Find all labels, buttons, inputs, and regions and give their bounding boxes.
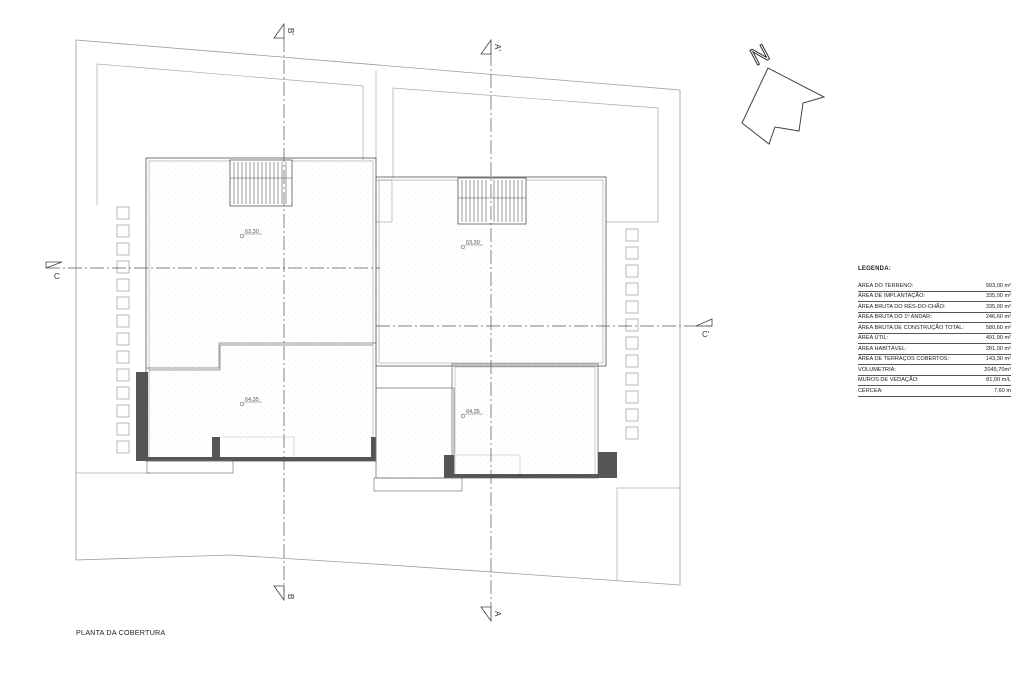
level-left-lower: 64,35 (245, 397, 259, 403)
legend-row-label: ÁREA BRUTA DO RÉS-DO-CHÃO: (858, 303, 946, 310)
legend-row: VOLUMETRIA: 2045,70m³ (858, 365, 1011, 376)
legend-row-value: 143,30 m² (985, 356, 1011, 363)
legend-row-value: 335,00 m² (985, 293, 1011, 300)
section-label-b-bottom: B (286, 594, 295, 599)
north-arrow-icon (741, 67, 826, 145)
legend-row-value: 580,60 m² (985, 324, 1011, 331)
legend-row-label: VOLUMETRIA: (858, 366, 896, 373)
garden-left (96, 63, 364, 205)
section-label-c-right: C' (702, 330, 710, 339)
legend-row: ÁREA DO TERRENO: 993,00 m² (858, 281, 1011, 292)
legend-row-value: 281,00 m² (985, 345, 1011, 352)
legend-rows: ÁREA DO TERRENO: 993,00 m² ÁREA DE IMPLANT… (858, 281, 1011, 397)
paving-stones-left (116, 206, 130, 454)
left-house-roof (136, 157, 377, 474)
section-label-c-left: C (54, 272, 60, 281)
section-label-b-top: B' (286, 28, 295, 35)
garden-right (392, 87, 659, 223)
north-label: N (746, 39, 774, 71)
legend-row: ÁREA BRUTA DE CONSTRUÇÃO TOTAL: 580,60 m² (858, 323, 1011, 334)
level-right-lower: 64,35 (466, 409, 480, 415)
section-label-a-top: A' (493, 44, 502, 51)
plan-caption: PLANTA DA COBERTURA (76, 628, 166, 637)
site-boundary (75, 39, 681, 586)
legend-row: CÉRCEA: 7,60 m (858, 386, 1011, 397)
legend-row: ÁREA BRUTA DO RÉS-DO-CHÃO: 335,00 m² (858, 302, 1011, 313)
section-markers (45, 22, 713, 623)
paving-stones-right (625, 228, 639, 440)
legend-row-value: 7,60 m (993, 387, 1011, 394)
right-skylight-louvres (457, 177, 527, 225)
legend-row-value: 993,00 m² (985, 282, 1011, 289)
legend-row-value: 2045,70m³ (984, 366, 1011, 373)
legend-row-label: ÁREA HABITÁVEL: (858, 345, 907, 352)
level-right-roof: 63,30 (466, 240, 480, 246)
legend-row-label: ÁREA DE IMPLANTAÇÃO: (858, 293, 926, 300)
legend-row-label: ÁREA BRUTA DO 1º ANDAR: (858, 314, 932, 321)
legend-row-value: 246,60 m² (985, 314, 1011, 321)
legend-row-label: ÁREA DO TERRENO: (858, 282, 914, 289)
legend-row: ÁREA DE TERRAÇOS COBERTOS: 143,30 m² (858, 355, 1011, 365)
legend-row-value: 491,90 m² (985, 335, 1011, 342)
legend-row-label: MUROS DE VEDAÇÃO: (858, 377, 919, 384)
legend-row-label: ÁREA DE TERRAÇOS COBERTOS: (858, 356, 950, 363)
legend-row-label: CÉRCEA: (858, 387, 883, 394)
section-label-a-bottom: A (493, 611, 502, 617)
legend-row: ÁREA ÚTIL: 491,90 m² (858, 334, 1011, 344)
legend-title: LEGENDA: (858, 266, 891, 272)
section-lines (46, 38, 712, 608)
legend-row-label: ÁREA BRUTA DE CONSTRUÇÃO TOTAL: (858, 324, 964, 331)
legend-row: ÁREA HABITÁVEL: 281,00 m² (858, 344, 1011, 355)
legend-row: MUROS DE VEDAÇÃO: 81,00 m/L (858, 376, 1011, 386)
legend-row-value: 335,00 m² (985, 303, 1011, 310)
legend-row: ÁREA DE IMPLANTAÇÃO: 335,00 m² (858, 292, 1011, 302)
legend-row-value: 81,00 m/L (986, 377, 1011, 384)
left-skylight-louvres (229, 159, 293, 207)
level-marker-icons (239, 233, 483, 419)
legend-row: ÁREA BRUTA DO 1º ANDAR: 246,60 m² (858, 313, 1011, 323)
legend-row-label: ÁREA ÚTIL: (858, 335, 889, 342)
level-left-roof: 63,30 (245, 229, 259, 235)
